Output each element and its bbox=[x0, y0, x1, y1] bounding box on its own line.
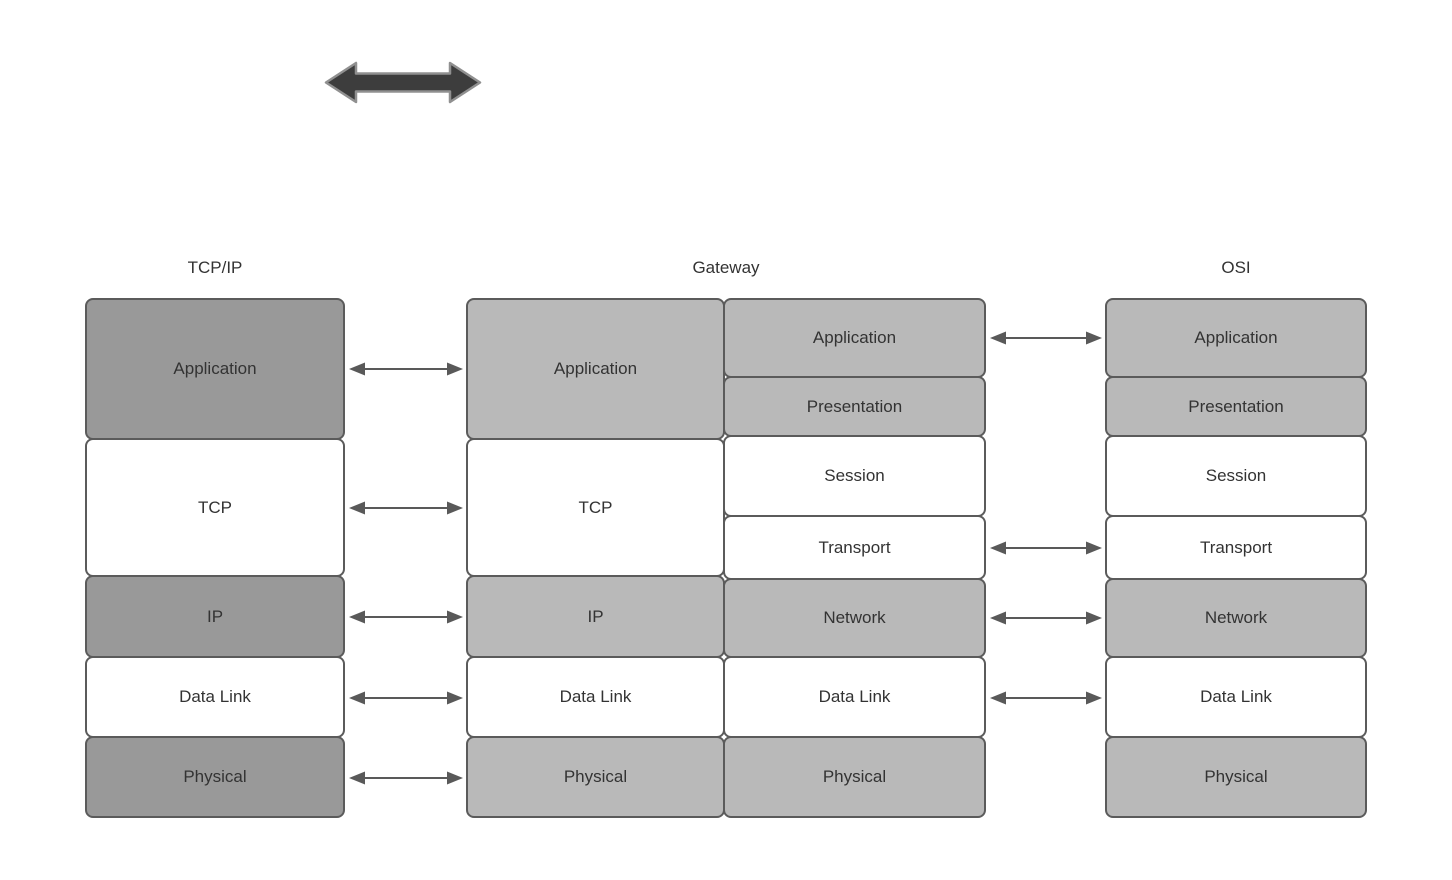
osi-stack-title: OSI bbox=[1221, 258, 1251, 277]
osi-layer-session: Session bbox=[1105, 435, 1367, 517]
gateway-right-layer-application: Application bbox=[723, 298, 986, 378]
tcpip-layer-physical: Physical bbox=[85, 736, 345, 818]
tcpip-layer-data-link: Data Link bbox=[85, 656, 345, 738]
tcpip-layer-ip: IP bbox=[85, 575, 345, 658]
double-arrow-icon-tcp bbox=[349, 501, 463, 515]
osi-layer-transport: Transport bbox=[1105, 515, 1367, 580]
double-arrow-icon-application bbox=[349, 362, 463, 376]
thick-double-arrow-icon bbox=[324, 61, 482, 104]
gateway-right-layer-session: Session bbox=[723, 435, 986, 517]
osi-layer-data-link: Data Link bbox=[1105, 656, 1367, 738]
tcpip-layer-tcp: TCP bbox=[85, 438, 345, 577]
gateway-left-layer-ip: IP bbox=[466, 575, 725, 658]
double-arrow-icon-physical bbox=[349, 771, 463, 785]
gateway-right-layer-network: Network bbox=[723, 578, 986, 658]
gateway-left-layer-tcp: TCP bbox=[466, 438, 725, 577]
osi-layer-presentation: Presentation bbox=[1105, 376, 1367, 437]
tcpip-stack-title: TCP/IP bbox=[187, 258, 243, 277]
osi-layer-physical: Physical bbox=[1105, 736, 1367, 818]
double-arrow-icon-osi-transport bbox=[990, 541, 1102, 555]
gateway-right-layer-physical: Physical bbox=[723, 736, 986, 818]
double-arrow-icon-osi-network bbox=[990, 611, 1102, 625]
tcpip-layer-application: Application bbox=[85, 298, 345, 440]
double-arrow-icon-data-link bbox=[349, 691, 463, 705]
osi-layer-application: Application bbox=[1105, 298, 1367, 378]
gateway-left-layer-physical: Physical bbox=[466, 736, 725, 818]
gateway-stack-title: Gateway bbox=[692, 258, 760, 277]
double-arrow-icon-osi-data-link bbox=[990, 691, 1102, 705]
gateway-right-layer-data-link: Data Link bbox=[723, 656, 986, 738]
gateway-right-layer-presentation: Presentation bbox=[723, 376, 986, 437]
double-arrow-icon-osi-application bbox=[990, 331, 1102, 345]
double-arrow-icon-ip bbox=[349, 610, 463, 624]
gateway-right-layer-transport: Transport bbox=[723, 515, 986, 580]
gateway-left-layer-application: Application bbox=[466, 298, 725, 440]
gateway-left-layer-data-link: Data Link bbox=[466, 656, 725, 738]
osi-layer-network: Network bbox=[1105, 578, 1367, 658]
